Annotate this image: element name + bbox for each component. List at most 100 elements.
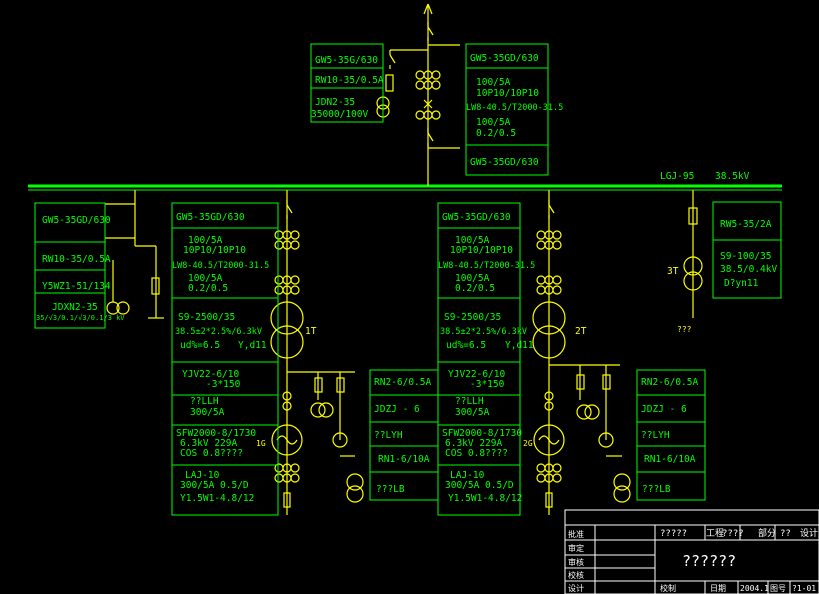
spec-label: 10P10/10P10: [450, 245, 513, 256]
spec-label: Y,d11: [505, 340, 534, 351]
spec-label: RW10-35/0.5A: [42, 254, 111, 265]
spec-label: GW5-35GD/630: [442, 212, 511, 223]
spec-label: -3*150: [470, 379, 505, 390]
spec-label: S9-2500/35: [444, 312, 501, 323]
spec-label: 6.3kV 229A: [445, 438, 502, 449]
title-row-label: 审核: [568, 557, 584, 567]
title-row-label: 批准: [568, 529, 584, 539]
unit2-spec-box: [437, 202, 521, 516]
spec-label: 0.2/0.5: [455, 283, 495, 294]
spec-label: 100/5A: [476, 117, 511, 128]
pt-bay: GW5-35GD/630 RW10-35/0.5A Y5WZ1-51/134 J…: [34, 190, 164, 329]
spec-label: GW5-35GD/630: [470, 53, 539, 64]
transformer-tag: 3T: [667, 266, 679, 277]
spec-label: GW5-35GD/630: [176, 212, 245, 223]
spec-label: 100/5A: [455, 235, 490, 246]
transformer-2-symbol: [532, 301, 566, 335]
title-row-label: 校核: [568, 570, 584, 580]
title-footer: 日期: [710, 584, 726, 593]
spec-label: Y5WZ1-51/134: [42, 281, 111, 292]
spec-label: 38.5±2*2.5%/6.3kV: [440, 327, 527, 337]
transformer-tag: 1T: [305, 326, 317, 337]
spec-label: LW8-40.5/T2000-31.5: [466, 103, 563, 113]
incoming-right-spec-box: [465, 43, 549, 176]
spec-label: ud%=6.5: [180, 340, 220, 351]
title-header: 设计: [800, 527, 818, 539]
title-footer: ?1-01: [792, 584, 816, 593]
title-header: ????: [722, 529, 744, 539]
spec-label: JDXN2-35: [52, 302, 98, 313]
spec-label: ??LLH: [190, 396, 219, 407]
station-spec-box: [712, 201, 782, 299]
spec-label: 100/5A: [476, 77, 511, 88]
spec-label: JDN2-35: [315, 97, 355, 108]
station-transformer-bay: 3T ??? RW5-35/2A S9-100/35 38.5/0.4kV D?…: [667, 190, 782, 334]
incoming-line-bay: GW5-35G/630 RW10-35/0.5A JDN2-35 35000/1…: [310, 3, 563, 186]
spec-label: 300/5A: [190, 407, 225, 418]
spec-label: 100/5A: [455, 273, 490, 284]
aux-label: RN1-6/10A: [378, 454, 430, 465]
spec-label: COS 0.8????: [445, 448, 508, 459]
spec-label: SFW2000-8/1730: [442, 428, 522, 439]
spec-label: RW5-35/2A: [720, 219, 772, 230]
title-header: ??: [780, 529, 791, 539]
spec-label: 38.5±2*2.5%/6.3kV: [175, 327, 262, 337]
pt-spec-box: [34, 202, 106, 329]
bus-voltage-label: 38.5kV: [715, 171, 750, 182]
spec-label: 10P10/10P10: [476, 88, 539, 99]
generator-unit-2: 2T 2G GW5-35GD/630 100/5A 10P10/10P10 LW…: [437, 190, 706, 516]
generator-unit-1: 1T 1G GW5-35GD/630 100/5A 10P10/10P10 LW…: [171, 190, 439, 516]
aux-label: ???LB: [642, 484, 671, 495]
spec-label: Y1.5W1-4.8/12: [448, 493, 522, 504]
spec-label: 300/5A: [455, 407, 490, 418]
spec-label: SFW2000-8/1730: [176, 428, 256, 439]
generator-2-symbol: [533, 424, 565, 456]
generator-tag: 1G: [256, 439, 266, 448]
bus-conductor-label: LGJ-95: [660, 171, 694, 182]
spec-label: ud%=6.5: [446, 340, 486, 351]
title-footer: 2004.1: [740, 584, 769, 593]
spec-label: 0.2/0.5: [188, 283, 228, 294]
spec-label: S9-2500/35: [178, 312, 235, 323]
spec-label: YJV22-6/10: [182, 369, 239, 380]
aux-label: RN1-6/10A: [644, 454, 696, 465]
spec-label: GW5-35G/630: [315, 55, 378, 66]
spec-label: 6.3kV 229A: [180, 438, 237, 449]
spec-label: 300/5A 0.5/D: [180, 480, 249, 491]
spec-label: 100/5A: [188, 273, 223, 284]
unit1-spec-box: [171, 202, 279, 516]
spec-label: 35000/100V: [311, 109, 368, 120]
aux-label: JDZJ - 6: [641, 404, 687, 415]
aux-label: ???LB: [376, 484, 405, 495]
title-header: ?????: [660, 529, 687, 539]
spec-label: GW5-35GD/630: [42, 215, 111, 226]
title-header: 工程: [706, 528, 724, 539]
transformer-tag: 2T: [575, 326, 587, 337]
spec-label: 0.2/0.5: [476, 128, 516, 139]
aux-label: RN2-6/0.5A: [374, 377, 431, 388]
spec-label: LAJ-10: [185, 470, 220, 481]
aux-label: JDZJ - 6: [374, 404, 420, 415]
spec-label: LW8-40.5/T2000-31.5: [438, 261, 535, 271]
aux-label: RN2-6/0.5A: [641, 377, 698, 388]
spec-label: -3*150: [206, 379, 241, 390]
spec-label: LAJ-10: [450, 470, 485, 481]
spec-label: 35/√3/0.1/√3/0.1/3 kV: [36, 314, 125, 322]
station-bottom-label: ???: [677, 325, 692, 334]
generator-1-symbol: [271, 424, 303, 456]
spec-label: Y,d11: [238, 340, 267, 351]
spec-label: 300/5A 0.5/D: [445, 480, 514, 491]
title-footer: 校制: [660, 583, 676, 593]
aux-label: ??LYH: [641, 430, 670, 441]
spec-label: 100/5A: [188, 235, 223, 246]
transformer-1-symbol: [270, 301, 304, 335]
spec-label: Y1.5W1-4.8/12: [180, 493, 254, 504]
title-header: 部分: [758, 527, 776, 539]
incoming-left-spec-box: [310, 43, 384, 123]
spec-label: COS 0.8????: [180, 448, 243, 459]
unit2-aux-box: [636, 369, 706, 501]
spec-label: 10P10/10P10: [183, 245, 246, 256]
title-row-label: 审定: [568, 543, 584, 553]
spec-label: RW10-35/0.5A: [315, 75, 384, 86]
